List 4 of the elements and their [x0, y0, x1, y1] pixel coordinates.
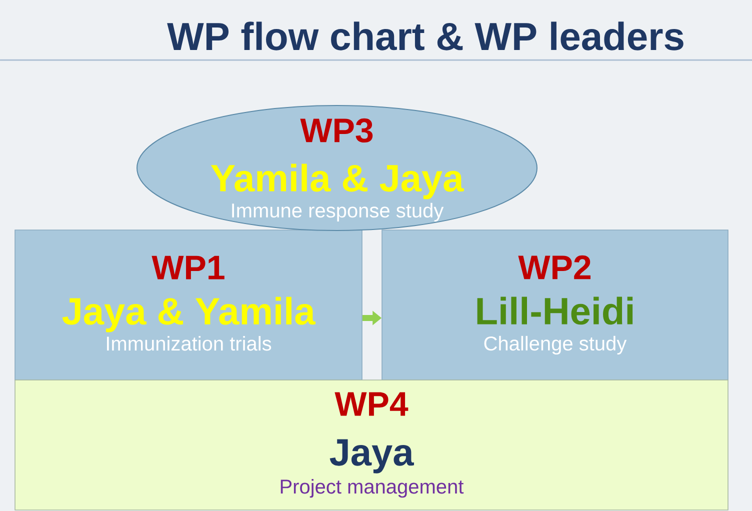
work-package-box: WP1 Jaya & Yamila Immunization trials [14, 230, 362, 380]
slide-title: WP flow chart & WP leaders [167, 22, 684, 50]
work-package-box: WP4 Jaya Project management [14, 380, 728, 510]
work-package-box: WP2 Lill-Heidi Challenge study [382, 230, 728, 380]
